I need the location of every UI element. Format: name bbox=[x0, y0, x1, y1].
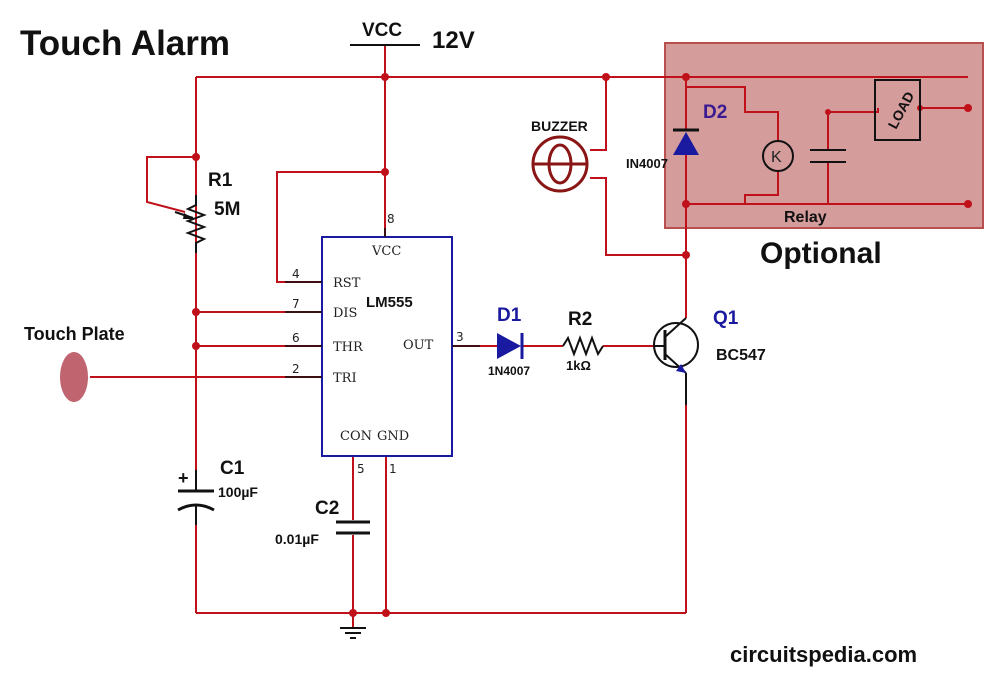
d1-value: 1N4007 bbox=[488, 364, 530, 378]
pin-label-tri: TRI bbox=[333, 371, 357, 386]
pin-number-2: 2 bbox=[292, 362, 300, 376]
supply-voltage: 12V bbox=[432, 27, 475, 54]
d2-diode: D2 IN4007 bbox=[626, 102, 727, 171]
pin-number-3: 3 bbox=[456, 330, 464, 344]
r2-value: 1kΩ bbox=[566, 358, 591, 373]
pin-label-out: OUT bbox=[403, 338, 434, 353]
buzzer: BUZZER bbox=[531, 118, 589, 193]
pin-label-rst: RST bbox=[333, 276, 361, 291]
r1-potentiometer: R1 5M bbox=[174, 170, 240, 253]
vcc-label: VCC bbox=[362, 20, 402, 41]
c2-ref: C2 bbox=[315, 498, 339, 519]
wires bbox=[90, 45, 968, 628]
ground-symbol bbox=[340, 627, 366, 639]
r2-resistor: R2 1kΩ bbox=[562, 309, 604, 373]
pin-label-thr: THR bbox=[333, 340, 364, 355]
c1-plus: + bbox=[178, 468, 189, 488]
d1-diode: D1 1N4007 bbox=[488, 305, 530, 378]
vcc-symbol: VCC 12V bbox=[350, 20, 475, 54]
lm555-ic: LM555 VCC RST DIS THR TRI OUT CON GND 8 … bbox=[285, 212, 480, 476]
footer-credit: circuitspedia.com bbox=[730, 642, 917, 667]
optional-region bbox=[664, 42, 984, 229]
pin-number-5: 5 bbox=[357, 462, 365, 476]
buzzer-label: BUZZER bbox=[531, 118, 588, 134]
junction-dots bbox=[192, 73, 972, 617]
pin-number-4: 4 bbox=[292, 267, 300, 281]
relay: K Relay bbox=[762, 140, 846, 226]
c1-value: 100µF bbox=[218, 484, 258, 500]
touch-plate: Touch Plate bbox=[24, 324, 125, 402]
pin-number-1: 1 bbox=[389, 462, 397, 476]
pin-label-dis: DIS bbox=[333, 306, 357, 321]
pin-label-con: CON bbox=[340, 429, 372, 444]
page-title: Touch Alarm bbox=[20, 24, 230, 63]
pin-number-6: 6 bbox=[292, 331, 300, 345]
r1-value: 5M bbox=[214, 199, 240, 220]
q1-ref: Q1 bbox=[713, 308, 739, 329]
d2-value: IN4007 bbox=[626, 156, 668, 171]
pin-number-7: 7 bbox=[292, 297, 300, 311]
pin-label-vcc: VCC bbox=[371, 244, 401, 259]
q1-transistor: Q1 BC547 bbox=[653, 308, 766, 405]
optional-label: Optional bbox=[760, 237, 882, 270]
ic-name: LM555 bbox=[366, 294, 413, 311]
c2-value: 0.01µF bbox=[275, 531, 319, 547]
relay-label: Relay bbox=[784, 209, 827, 226]
d2-ref: D2 bbox=[703, 102, 727, 123]
relay-coil-label: K bbox=[771, 149, 782, 166]
r1-ref: R1 bbox=[208, 170, 233, 191]
c2-capacitor: C2 0.01µF bbox=[275, 498, 370, 547]
pin-number-8: 8 bbox=[387, 212, 395, 226]
d1-ref: D1 bbox=[497, 305, 522, 326]
touch-plate-label: Touch Plate bbox=[24, 324, 125, 344]
c1-capacitor: + C1 100µF bbox=[177, 458, 258, 525]
r2-ref: R2 bbox=[568, 309, 592, 330]
pin-label-gnd: GND bbox=[377, 429, 409, 444]
q1-value: BC547 bbox=[716, 347, 766, 364]
c1-ref: C1 bbox=[220, 458, 245, 479]
